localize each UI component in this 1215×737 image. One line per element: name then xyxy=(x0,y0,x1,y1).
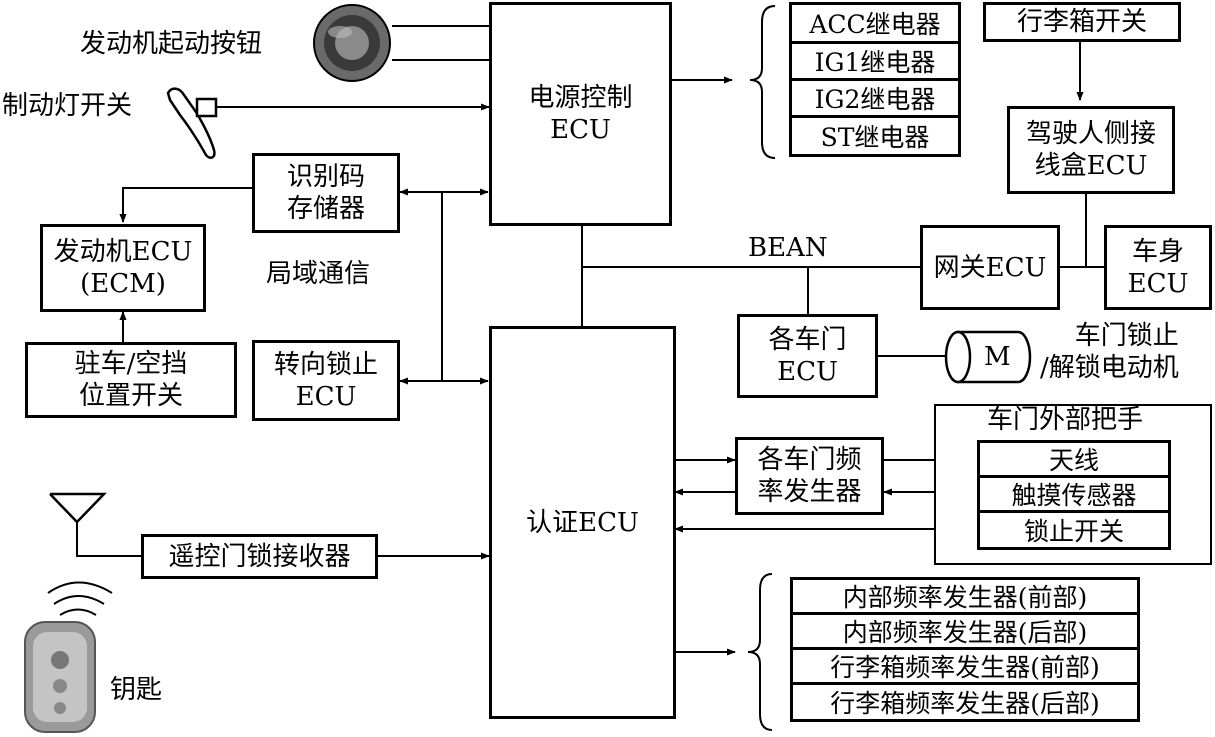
authentication-ecu: 认证ECU xyxy=(489,326,676,719)
lan-label: 局域通信 xyxy=(266,259,371,289)
id-code-memory: 识别码 存储器 xyxy=(252,153,400,233)
oscillator-interior-rear: 内部频率发生器(后部) xyxy=(790,612,1140,650)
relay-acc: ACC继电器 xyxy=(789,2,961,44)
gateway-ecu: 网关ECU xyxy=(920,225,1060,310)
motor-icon xyxy=(944,330,1032,384)
id-memory-to-engine-line xyxy=(119,187,252,223)
brake-pedal-icon xyxy=(166,87,218,159)
key-wave-1 xyxy=(59,608,97,616)
power-control-ecu: 电源控制 ECU xyxy=(489,2,672,226)
steering-lock-ecu: 转向锁止 ECU xyxy=(252,340,400,421)
oscillator-brace xyxy=(747,573,773,731)
body-ecu: 车身 ECU xyxy=(1104,225,1212,310)
handle-touch-sensor: 触摸传感器 xyxy=(977,475,1171,513)
key-fob-icon xyxy=(24,621,96,733)
key-wave-2 xyxy=(53,595,105,605)
key-label: 钥匙 xyxy=(110,675,163,705)
motor-symbol: M xyxy=(984,342,1011,372)
bean-label: BEAN xyxy=(748,233,828,263)
oscillator-interior-front: 内部频率发生器(前部) xyxy=(790,577,1140,615)
remote-lock-receiver: 遥控门锁接收器 xyxy=(141,534,378,579)
receiver-antenna-icon xyxy=(49,492,107,524)
start-button-icon xyxy=(313,4,391,82)
relay-st: ST继电器 xyxy=(789,115,961,157)
door-ecu: 各车门 ECU xyxy=(737,314,878,398)
brake-switch-label: 制动灯开关 xyxy=(2,91,133,121)
driver-junction-box-ecu: 驾驶人侧接 线盒ECU xyxy=(1007,106,1175,194)
door-lock-motor-label: 车门锁止 /解锁电动机 xyxy=(1040,321,1179,383)
park-neutral-switch: 驻车/空挡 位置开关 xyxy=(25,342,237,418)
handle-antenna: 天线 xyxy=(977,440,1171,478)
antenna-feed-line xyxy=(76,522,141,557)
relay-ig2: IG2继电器 xyxy=(789,78,961,118)
handle-lock-switch: 锁止开关 xyxy=(977,510,1171,550)
oscillator-trunk-front: 行李箱频率发生器(前部) xyxy=(790,647,1140,685)
trunk-switch: 行李箱开关 xyxy=(983,2,1181,42)
key-wave-3 xyxy=(47,581,113,594)
relay-brace xyxy=(749,5,776,159)
start-button-label: 发动机起动按钮 xyxy=(80,29,263,59)
door-oscillator: 各车门频 率发生器 xyxy=(735,437,884,515)
oscillator-trunk-rear: 行李箱频率发生器(后部) xyxy=(790,682,1140,722)
engine-ecu: 发动机ECU (ECM) xyxy=(40,224,206,312)
door-handle-title: 车门外部把手 xyxy=(987,405,1144,435)
relay-ig1: IG1继电器 xyxy=(789,41,961,81)
